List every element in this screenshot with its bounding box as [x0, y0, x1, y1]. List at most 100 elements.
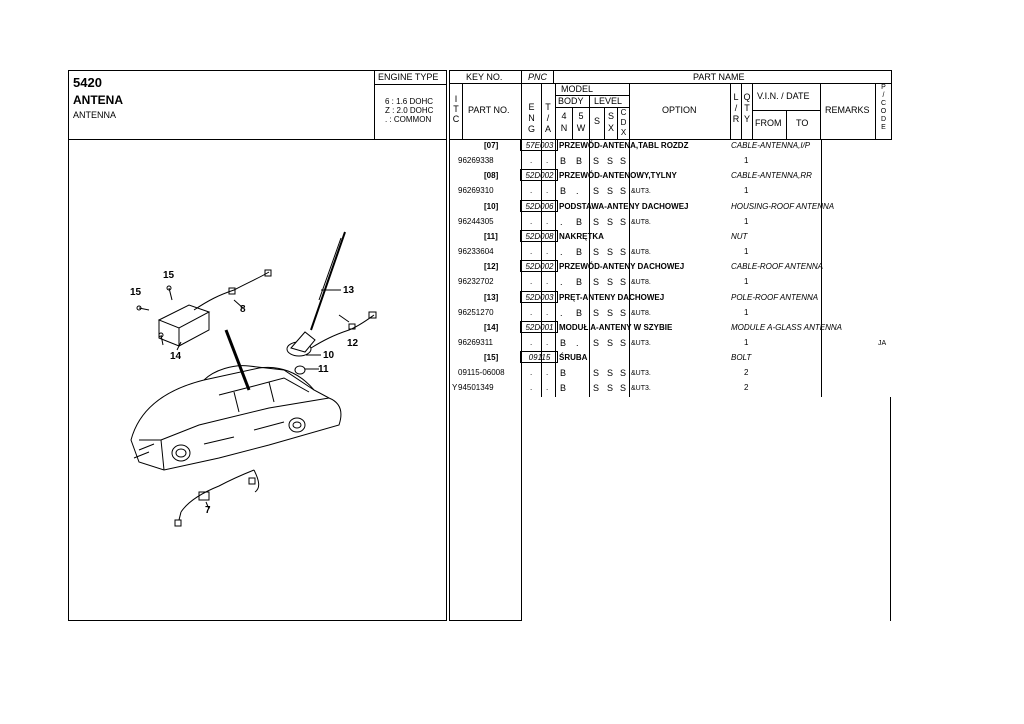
- qty: 1: [744, 247, 749, 256]
- eng: .: [530, 186, 533, 195]
- level-sx: S: [607, 156, 614, 166]
- body-4n: B: [560, 156, 567, 166]
- part-no: 96233604: [458, 247, 494, 256]
- eng: .: [530, 338, 533, 347]
- part-name-en: CABLE-ANTENNA,RR: [731, 171, 812, 180]
- level-cdx: S: [620, 308, 627, 318]
- callout-8: 8: [240, 304, 246, 315]
- col-body: BODY: [558, 96, 584, 106]
- part-no: 94501349: [458, 383, 494, 392]
- pnc-box: [520, 351, 558, 363]
- col-from: FROM: [755, 118, 782, 128]
- eng: .: [530, 368, 533, 377]
- col-part-name: PART NAME: [693, 72, 745, 82]
- level-s: S: [593, 217, 600, 227]
- key-no: [07]: [484, 141, 499, 150]
- eng: .: [530, 247, 533, 256]
- callout-15-top: 15: [163, 270, 175, 281]
- part-no: 09115-06008: [458, 368, 505, 377]
- key-no: [11]: [484, 232, 498, 241]
- option: &UT3.: [631, 340, 651, 347]
- level-cdx: S: [620, 156, 627, 166]
- part-name-pl: NAKRĘTKA: [559, 232, 604, 241]
- engine-legend-2: Z : 2.0 DOHC: [385, 106, 434, 115]
- callout-13: 13: [343, 285, 355, 296]
- qty: 2: [744, 383, 749, 392]
- level-cdx: S: [620, 338, 627, 348]
- ta: .: [546, 217, 549, 226]
- level-s: S: [593, 247, 600, 257]
- col-option: OPTION: [662, 105, 697, 115]
- level-sx: S: [607, 247, 614, 257]
- callout-11: 11: [318, 364, 329, 375]
- engine-legend-1: 6 : 1.6 DOHC: [385, 97, 434, 106]
- col-key-no: KEY NO.: [466, 72, 503, 82]
- key-no: [12]: [484, 262, 499, 271]
- part-no: 96269310: [458, 186, 494, 195]
- body-4n: B: [560, 383, 567, 393]
- col-model: MODEL: [561, 84, 594, 94]
- callout-14: 14: [170, 351, 182, 362]
- body-4n: .: [560, 247, 563, 257]
- part-name-en: CABLE-ANTENNA,I/P: [731, 141, 811, 150]
- body-5w: B: [576, 308, 583, 318]
- level-sx: S: [607, 186, 614, 196]
- pnc: 57E003: [525, 141, 554, 150]
- pnc: 52D006: [525, 202, 554, 211]
- body-4n: B: [560, 368, 567, 378]
- part-name-pl: PRZEWÓD-ANTENOWY,TYLNY: [559, 171, 677, 180]
- glass-antenna-module: [157, 304, 211, 347]
- pnc: 52D008: [525, 232, 554, 241]
- section-code: 5420: [73, 75, 102, 90]
- callout-15-left: 15: [130, 287, 142, 298]
- body-5w: B: [576, 247, 583, 257]
- level-sx: S: [607, 277, 614, 287]
- ta: .: [546, 308, 549, 317]
- ta: .: [546, 186, 549, 195]
- option: &UT3.: [631, 188, 651, 195]
- rear-antenna-cable: [193, 271, 270, 311]
- body-4n: .: [560, 277, 563, 287]
- antenna-diagram: [130, 231, 377, 527]
- instrument-panel-antenna-cable: [174, 469, 260, 527]
- col-ta: T/A: [544, 102, 551, 134]
- part-name-pl: ŚRUBA: [559, 353, 588, 362]
- level-s: S: [593, 186, 600, 196]
- qty: 1: [744, 277, 749, 286]
- col-part-no: PART NO.: [468, 105, 510, 115]
- eng: .: [530, 308, 533, 317]
- part-no: 96251270: [458, 308, 494, 317]
- ta: .: [546, 156, 549, 165]
- part-name-en: NUT: [731, 232, 748, 241]
- pnc-box: [520, 169, 558, 181]
- level-sx: S: [607, 368, 614, 378]
- ta: .: [546, 247, 549, 256]
- section-subtitle: ANTENNA: [73, 110, 117, 120]
- key-no: [10]: [484, 202, 499, 211]
- ta: .: [546, 277, 549, 286]
- body-5w: B: [576, 277, 583, 287]
- level-s: S: [593, 368, 600, 378]
- option: &UT3.: [631, 385, 651, 392]
- key-no: [08]: [484, 171, 499, 180]
- engine-legend-3: . : COMMON: [385, 115, 432, 124]
- part-no: 96244305: [458, 217, 494, 226]
- key-no: [15]: [484, 353, 499, 362]
- pnc-box: [520, 260, 558, 272]
- nut-part: [294, 365, 306, 375]
- level-s: S: [593, 308, 600, 318]
- pnc-box: [520, 230, 558, 242]
- option: &UT8.: [631, 219, 651, 226]
- bolts: [136, 285, 173, 346]
- option: &UT8.: [631, 249, 651, 256]
- level-s: S: [593, 156, 600, 166]
- qty: 1: [744, 156, 749, 165]
- part-no: 96269311: [458, 338, 493, 347]
- car-illustration: [130, 365, 342, 471]
